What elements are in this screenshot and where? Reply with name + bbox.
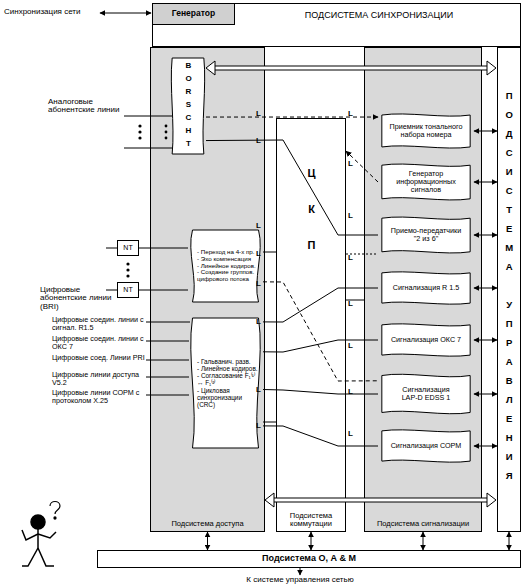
link-label: L xyxy=(256,386,264,394)
sync-arrow xyxy=(100,13,151,14)
node-text: BORSCHT xyxy=(184,61,192,152)
link-label: L xyxy=(348,388,356,396)
management-column: ПОДСИСТЕМА УПРАВЛЕНИЯ xyxy=(497,47,521,532)
node-text: - Линейное кодиров. xyxy=(197,365,259,372)
node-text: Приемник тонального набора номера xyxy=(387,123,465,139)
link-label: L xyxy=(348,160,356,168)
switch-column: ЦКП Подсистема коммутации xyxy=(276,118,346,532)
subsystem-column: Подсистема доступа BORSCHT - Переход на 4-… xyxy=(150,47,265,532)
nt-box: NT xyxy=(117,282,139,298)
signaling-block: Приемник тонального набора номера xyxy=(378,112,474,150)
block-outline-path xyxy=(382,374,470,414)
node-text: Подсистема доступа xyxy=(153,520,262,528)
line-label: Цифровые линии доступа V5.2 xyxy=(52,371,146,386)
line-label: Синхронизация сети xyxy=(4,8,100,16)
line-label: Цифровые абонентские линии (BRI) xyxy=(40,286,114,311)
subsystem-column: Подсистема сигнализации Приемник тонально… xyxy=(364,47,482,532)
borscht-block: BORSCHT xyxy=(170,58,206,154)
node-text: ПОДСИСТЕМА СИНХРОНИЗАЦИИ xyxy=(238,11,520,21)
link-label: L xyxy=(256,422,264,430)
node-text: Сигнализация СОРМ xyxy=(390,442,462,450)
line-label: К системе управления сетью xyxy=(180,576,420,584)
node-text: Подсистема О, А & М xyxy=(98,554,520,564)
link-label: L xyxy=(348,212,356,220)
line-label: Цифровые соед. Линии PRI xyxy=(52,354,146,362)
node-text: - Переход на 4-х пр. xyxy=(197,249,259,256)
node-text: Сигнализация ОКС 7 xyxy=(390,336,462,344)
signaling-block: Сигнализация R 1.5 xyxy=(378,270,474,306)
connector xyxy=(207,532,208,550)
block-outline-path xyxy=(382,272,470,304)
line-label: Аналоговые абонентские линии xyxy=(48,98,126,115)
link-label: L xyxy=(348,342,356,350)
function-block: - Гальванич. разв.- Линейное кодиров.- С… xyxy=(188,318,263,448)
node-text: ПОДСИСТЕМА УПРАВЛЕНИЯ xyxy=(504,90,514,489)
line-label: Цифровые соедин. линии с сигнал. R1.5 xyxy=(52,316,146,331)
node-text: Подсистема коммутации xyxy=(279,512,343,529)
node-text: - Согласование F₁⁽¹⁾ ↔ F₁⁽²⁾ xyxy=(197,372,259,386)
generator-box: Генератор xyxy=(152,3,235,25)
node-text: Сигнализация LAP-D EDSS 1 xyxy=(400,386,452,402)
oam-box: Подсистема О, А & М xyxy=(97,550,521,568)
block-outline-path xyxy=(171,58,204,154)
block-outline-path xyxy=(382,430,470,462)
node-text: Генератор информационных сигналов xyxy=(387,170,465,194)
block-outline-path xyxy=(191,318,260,448)
link-label: L xyxy=(256,280,264,288)
node-text: Генератор xyxy=(153,9,234,18)
link-label: L xyxy=(256,110,264,118)
block-outline-path xyxy=(382,164,470,200)
signaling-block: Генератор информационных сигналов xyxy=(378,162,474,202)
block-outline-path xyxy=(191,230,260,302)
node-text: - Линейное кодиров. xyxy=(197,263,259,270)
line-label: Цифровые линии СОРМ с протоколом X.25 xyxy=(52,389,146,404)
link-label: L xyxy=(348,254,356,262)
connector xyxy=(423,532,424,550)
block-outline-path xyxy=(382,217,470,253)
connector xyxy=(311,532,312,550)
link-label: L xyxy=(348,300,356,308)
node-text: NT xyxy=(118,286,138,294)
nt-box: NT xyxy=(117,240,139,256)
node-text: Подсистема сигнализации xyxy=(367,520,479,528)
block-outline-path xyxy=(382,324,470,356)
node-text: - Создание группов. цифрового потока xyxy=(197,269,259,283)
node-text: - Цикловая синхронизации (CRC) xyxy=(197,387,259,408)
thinking-person xyxy=(22,502,60,567)
link-label: L xyxy=(256,222,264,230)
function-block: - Переход на 4-х пр.- Эхо компенсация- Л… xyxy=(188,230,263,302)
node-text: - Гальванич. разв. xyxy=(197,358,259,365)
node-text: ЦКП xyxy=(306,167,317,275)
signaling-block: Сигнализация СОРМ xyxy=(378,428,474,464)
node-text: Приемо-передатчики "2 из 6" xyxy=(387,227,465,243)
subsystem-box: ПОДСИСТЕМА СИНХРОНИЗАЦИИ Генератор xyxy=(152,3,521,47)
signaling-block: Сигнализация LAP-D EDSS 1 xyxy=(378,372,474,416)
link-label: L xyxy=(256,250,264,258)
block-outline-path xyxy=(382,114,470,148)
node-text: Сигнализация R 1.5 xyxy=(390,284,462,292)
line-label: Цифровые соедин. линии с ОКС 7 xyxy=(52,335,146,350)
signaling-block: Приемо-передатчики "2 из 6" xyxy=(378,215,474,255)
connector xyxy=(509,532,510,550)
link-label: L xyxy=(256,137,264,145)
signaling-block: Сигнализация ОКС 7 xyxy=(378,322,474,358)
link-label: L xyxy=(348,110,356,118)
node-text: NT xyxy=(118,244,138,252)
link-label: L xyxy=(256,318,264,326)
node-text: - Эхо компенсация xyxy=(197,256,259,263)
link-label: L xyxy=(348,430,356,438)
